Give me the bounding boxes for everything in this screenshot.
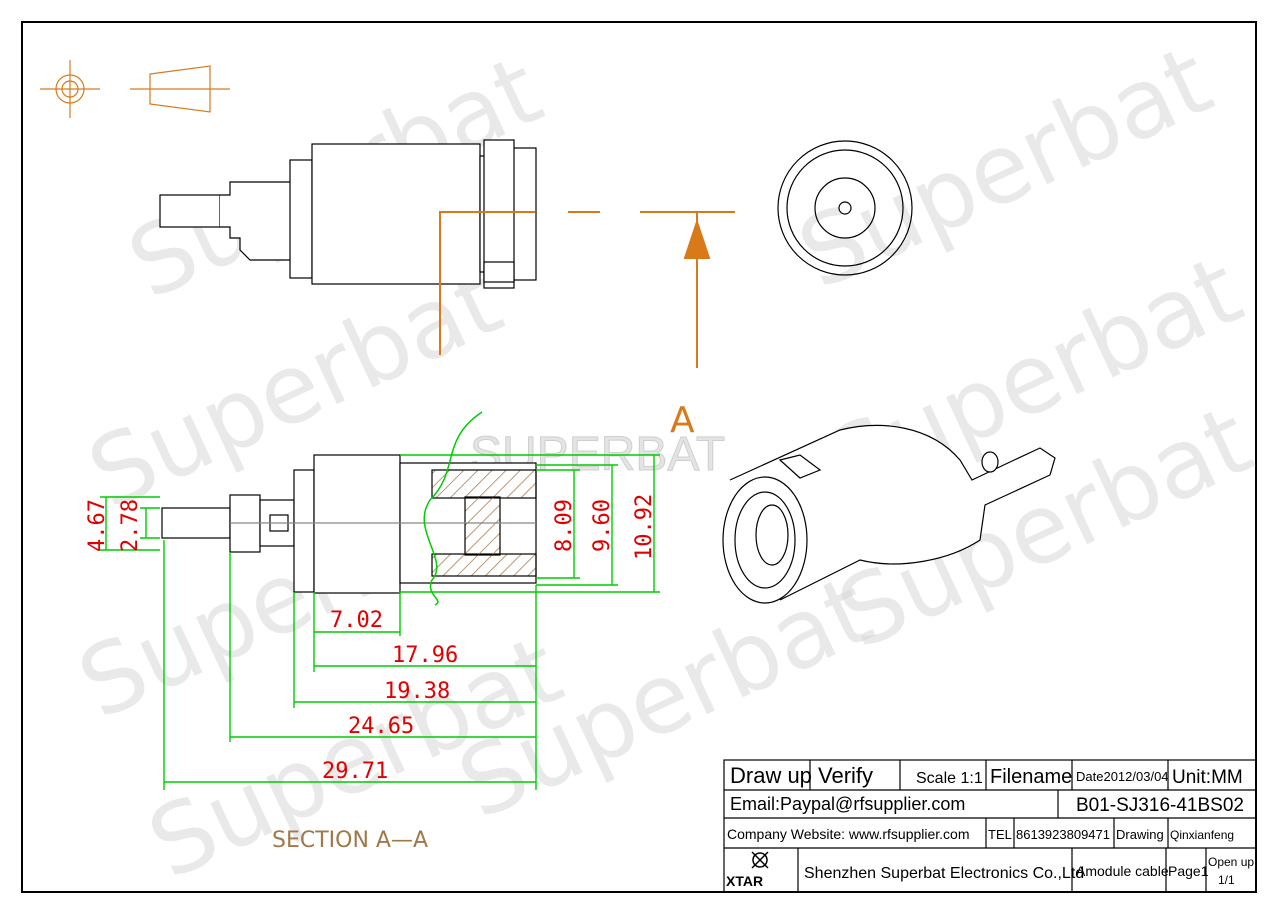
dim-label: 7.02 xyxy=(330,608,383,633)
tb-open-up: Open up xyxy=(1208,855,1254,869)
tb-date: Date2012/03/04 xyxy=(1076,769,1169,784)
title-block-text: Draw up Verify Scale 1:1 Filename Date20… xyxy=(726,763,1254,889)
tb-open-up-pages: 1/1 xyxy=(1218,873,1235,887)
xtar-logo-icon xyxy=(751,851,769,869)
dim-label: 10.92 xyxy=(632,494,657,560)
projection-symbol xyxy=(40,60,230,118)
dim-label: 17.96 xyxy=(392,643,458,668)
section-view xyxy=(161,454,537,594)
tb-logo: XTAR xyxy=(726,873,763,889)
dimension-lines xyxy=(100,454,660,790)
tb-tel-label: TEL xyxy=(988,827,1012,842)
dim-label: 4.67 xyxy=(85,499,110,552)
dim-label: 29.71 xyxy=(322,759,388,784)
tb-scale: Scale 1:1 xyxy=(916,770,983,787)
front-view-connector xyxy=(777,140,913,276)
tb-unit: Unit:MM xyxy=(1172,767,1243,788)
tb-page: Page1 xyxy=(1168,863,1209,879)
tb-drawer: Qinxianfeng xyxy=(1170,828,1234,842)
tb-company: Shenzhen Superbat Electronics Co.,Ltd xyxy=(804,865,1084,882)
dimension-labels: 4.67 2.78 8.09 9.60 10.92 7.02 17.96 19.… xyxy=(85,494,657,784)
dim-label: 19.38 xyxy=(384,679,450,704)
tb-cable: Amodule cable xyxy=(1076,863,1169,879)
dim-label: 9.60 xyxy=(590,499,615,552)
dim-label: 2.78 xyxy=(118,499,143,552)
tb-verify: Verify xyxy=(818,763,873,788)
tb-website: Company Website: www.rfsupplier.com xyxy=(727,826,970,842)
tb-filename: Filename xyxy=(990,766,1072,788)
tb-draw-up: Draw up xyxy=(730,763,812,788)
tb-email: Email:Paypal@rfsupplier.com xyxy=(730,794,965,814)
tb-tel: 8613923809471 xyxy=(1016,827,1110,842)
section-cut-line xyxy=(439,211,735,368)
tb-part-no: B01-SJ316-41BS02 xyxy=(1076,795,1244,816)
side-view-connector xyxy=(159,139,537,289)
section-marker: A xyxy=(670,400,695,441)
title-block xyxy=(723,759,1257,893)
dim-label: 24.65 xyxy=(348,714,414,739)
tb-drawing-label: Drawing xyxy=(1116,827,1164,842)
isometric-view xyxy=(722,424,1056,604)
dim-label: 8.09 xyxy=(552,499,577,552)
section-label: SECTION A—A xyxy=(272,828,428,853)
drawing-frame xyxy=(21,21,1257,893)
